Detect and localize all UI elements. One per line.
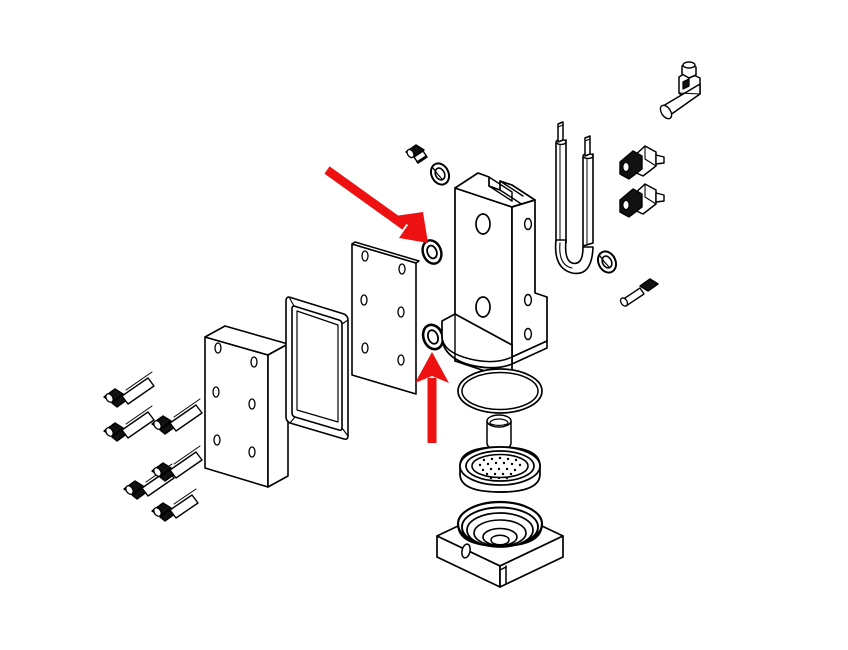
cap-screw: [151, 398, 203, 435]
lower-o-ring: [421, 323, 445, 351]
filter-screen: [459, 446, 541, 493]
cap-screw: [103, 405, 155, 442]
spacer-plug: [486, 414, 512, 450]
top-bolt-and-washer: [405, 144, 451, 186]
base-housing: [436, 500, 564, 588]
heating-element: [554, 121, 594, 275]
top-washer: [429, 162, 451, 186]
thin-cover-plate: [351, 241, 420, 395]
rectangular-gasket: [285, 296, 349, 440]
valve-fitting: [619, 183, 665, 218]
right-bolt: [619, 278, 659, 307]
annotation-arrow-upper: [324, 166, 428, 243]
upper-o-ring: [421, 239, 443, 265]
right-washer: [596, 250, 618, 274]
main-body-block: [441, 172, 548, 381]
cap-screw: [103, 371, 155, 408]
cap-screw: [151, 488, 199, 522]
cap-screw-group: [103, 371, 203, 522]
top-bolt: [405, 144, 428, 164]
elbow-fitting: [659, 61, 701, 120]
cap-screw: [151, 445, 203, 482]
annotation-arrow-lower: [415, 352, 449, 443]
large-o-ring: [457, 368, 543, 414]
filter-perforations: [478, 456, 522, 480]
valve-fitting: [619, 145, 665, 180]
thick-mounting-plate: [204, 325, 289, 488]
